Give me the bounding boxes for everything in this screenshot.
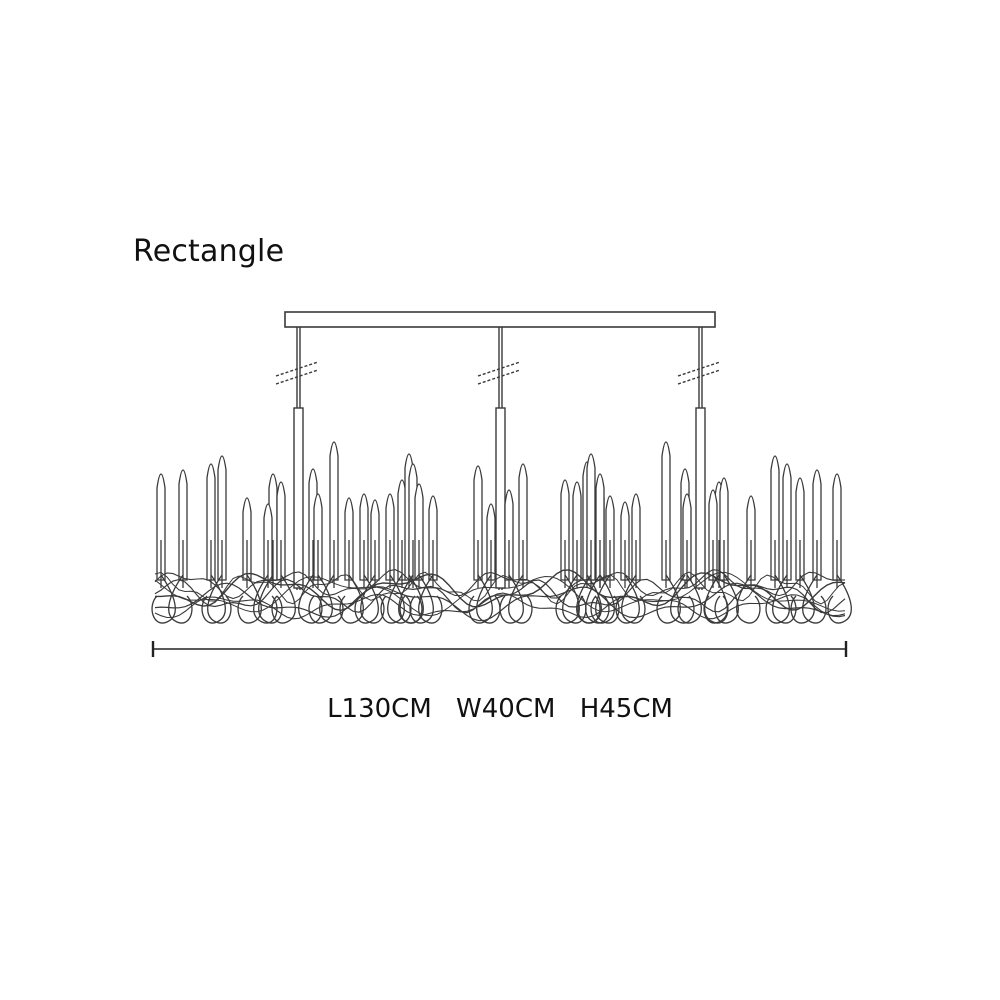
shape-title: Rectangle [133,234,285,269]
light-tubes [156,441,842,588]
dimensions-label: L130CM W40CM H45CM [0,694,1000,724]
length-label: L130CM [327,694,432,724]
height-label: H45CM [579,694,673,724]
length-dimension-line [151,641,848,657]
ceiling-canopy [284,311,716,328]
width-label: W40CM [456,694,556,724]
wavy-frame [151,569,852,624]
suspension-rods [275,327,721,590]
